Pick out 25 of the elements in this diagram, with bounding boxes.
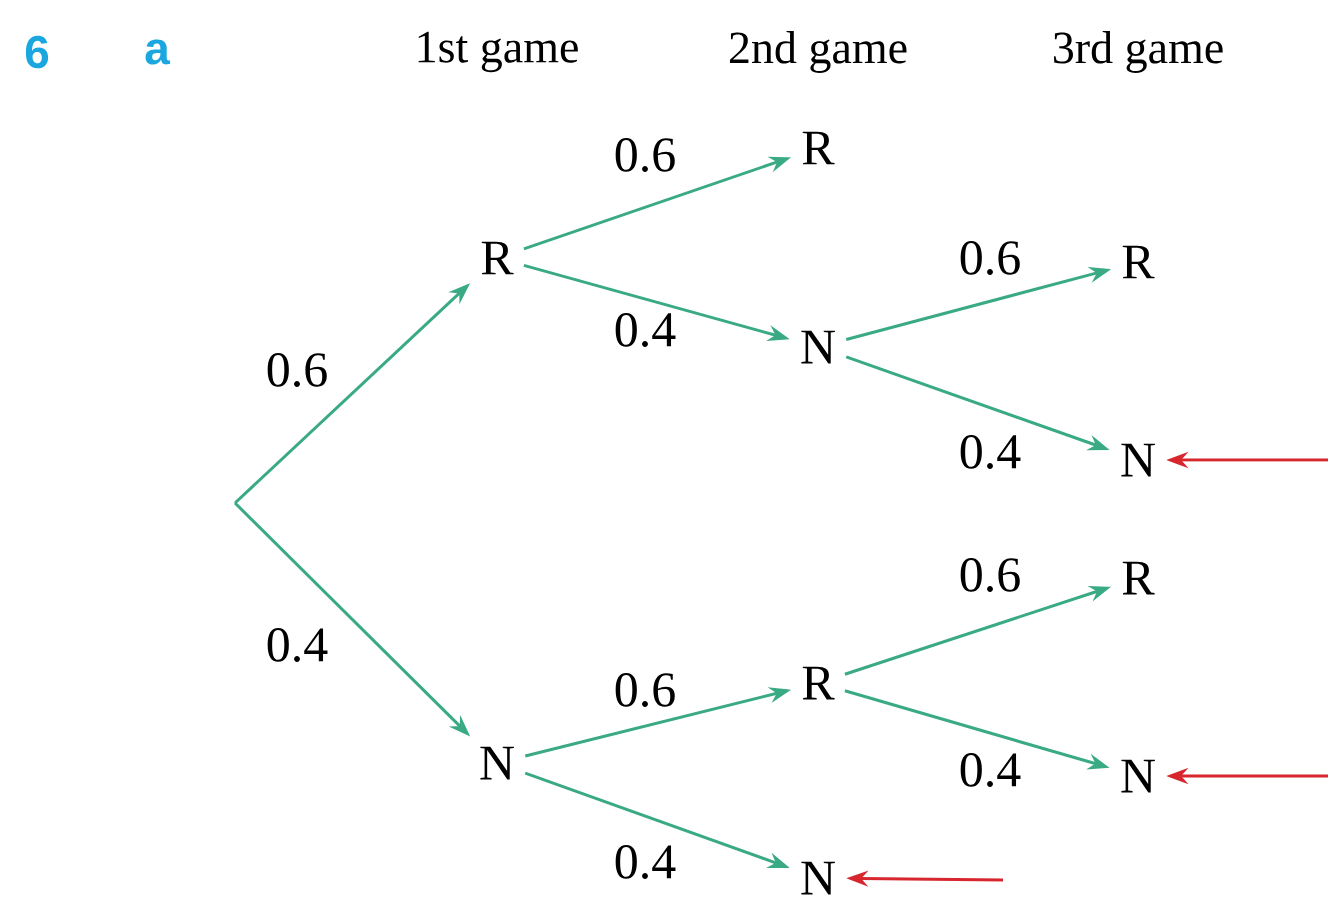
outcome-label: N — [1121, 443, 1155, 477]
probability-label: 0.4 — [263, 626, 331, 664]
probability-label: 0.6 — [956, 239, 1024, 277]
outcome-label: N — [801, 330, 835, 364]
outcome-label: R — [1122, 561, 1155, 595]
outcome-label: R — [481, 241, 514, 275]
probability-label: 0.6 — [611, 136, 679, 174]
probability-label: 0.4 — [956, 751, 1024, 789]
column-heading: 1st game — [418, 31, 578, 73]
probability-label: 0.6 — [956, 556, 1024, 594]
probability-label: 0.4 — [611, 311, 679, 349]
question-number: 6 — [25, 35, 49, 69]
probability-label: 0.4 — [611, 843, 679, 881]
outcome-label: R — [1122, 245, 1155, 279]
outcome-label: R — [802, 666, 835, 700]
outcome-label: N — [801, 861, 835, 895]
column-heading: 2nd game — [729, 31, 907, 73]
probability-label: 0.6 — [611, 671, 679, 709]
outcome-label: N — [480, 746, 514, 780]
column-heading: 3rd game — [1054, 31, 1223, 73]
outcome-label: R — [802, 131, 835, 165]
outcome-label: N — [1121, 759, 1155, 793]
probability-label: 0.6 — [263, 351, 331, 389]
question-number: a — [145, 39, 171, 65]
probability-label: 0.4 — [956, 433, 1024, 471]
